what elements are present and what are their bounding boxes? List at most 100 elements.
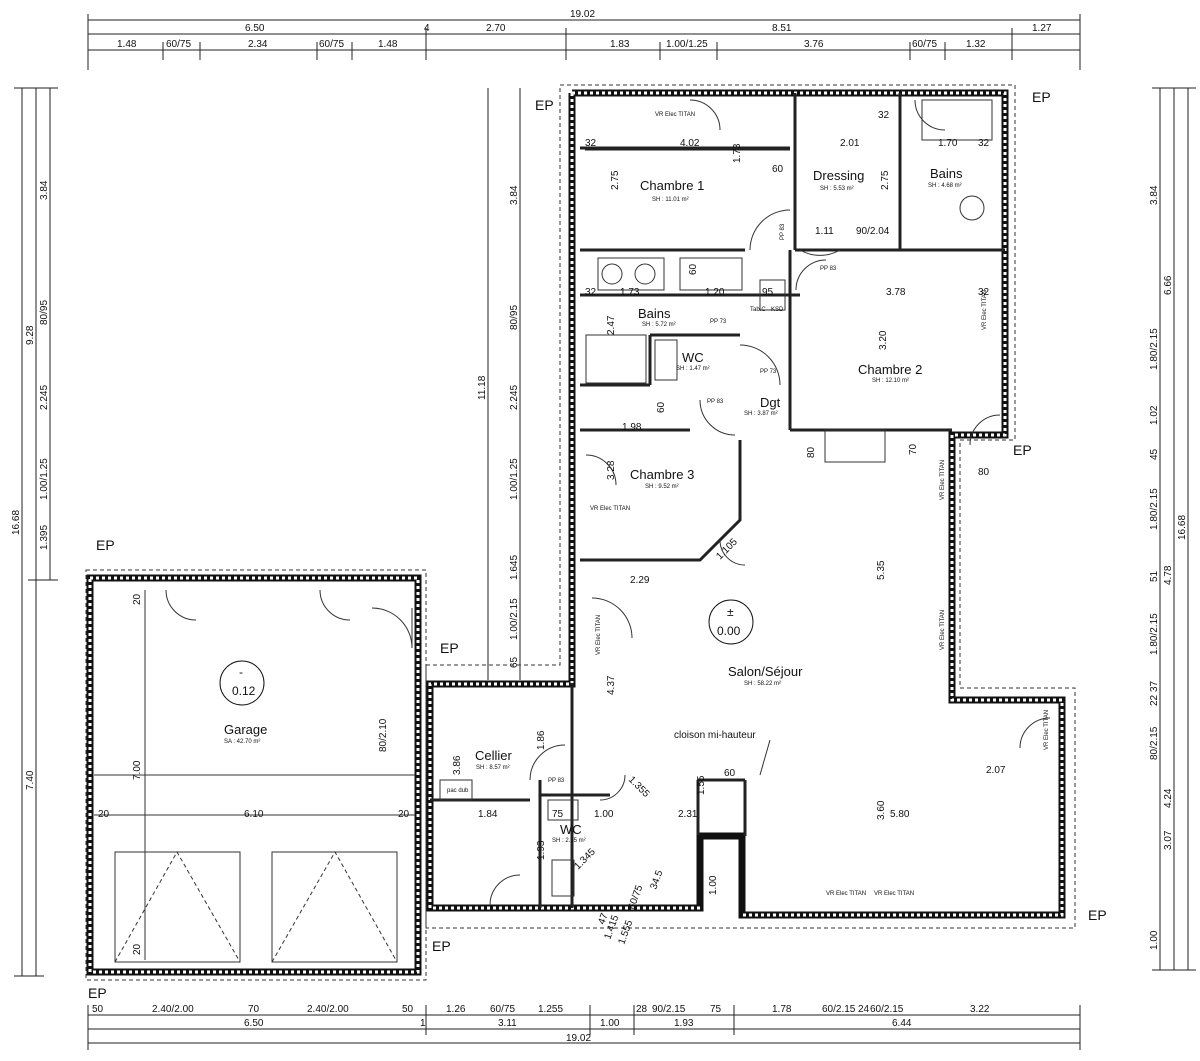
dim-1-73a: 1.73 — [732, 143, 743, 163]
level-garage-value: 0.12 — [232, 684, 256, 698]
dim-60d: 60 — [724, 768, 736, 779]
dim-top-1-00-1-25: 1.00/1.25 — [666, 39, 708, 50]
dim-bot-1-255: 1.255 — [538, 1004, 563, 1015]
dim-2-75b: 2.75 — [880, 170, 891, 190]
annotation-vr: VR Elec TITAN — [940, 460, 946, 500]
property-outline — [85, 84, 1076, 981]
annotation-vr: VR Elec TITAN — [590, 506, 630, 512]
dim-2-01: 2.01 — [840, 138, 860, 149]
dim-1-345: 1.345 — [572, 846, 598, 872]
annotation-pac: pac dub — [447, 788, 469, 794]
dim-1-73b: 1.73 — [620, 287, 640, 298]
dim-mid-1-645: 1.645 — [509, 555, 520, 580]
dim-bot-70: 70 — [248, 1004, 260, 1015]
dim-3-60: 3.60 — [876, 800, 887, 820]
level-house-sign: ± — [727, 605, 734, 619]
room-garage: Garage — [224, 722, 267, 737]
dim-bot-28: 28 — [636, 1004, 648, 1015]
level-garage-marker — [219, 660, 265, 706]
dim-1-00a: 1.00 — [594, 809, 614, 820]
dim-2-07: 2.07 — [986, 765, 1006, 776]
dim-20: 20 — [132, 593, 143, 605]
dim-bot-90-2-15: 90/2.15 — [652, 1004, 686, 1015]
dim-2-47: 2.47 — [606, 315, 617, 335]
annotations: cloison mi-hauteur pac dub Tab.C KSD VR … — [447, 112, 1050, 897]
dim-top-1-27: 1.27 — [1032, 23, 1052, 34]
annotation-vr: VR Elec TITAN — [596, 615, 602, 655]
dim-bot-1-93: 1.93 — [674, 1018, 694, 1029]
dim-mid-1-00-2-15: 1.00/2.15 — [509, 598, 520, 640]
dim-right-3-07: 3.07 — [1163, 830, 1174, 850]
dim-bot-1-00: 1.00 — [600, 1018, 620, 1029]
dim-2-75a: 2.75 — [610, 170, 621, 190]
dim-top-6-50: 6.50 — [245, 23, 265, 34]
annotation-tab: Tab.C — [750, 307, 766, 313]
dim-top-2-70: 2.70 — [486, 23, 506, 34]
level-house-value: 0.00 — [717, 624, 741, 638]
basin-icon — [547, 799, 579, 821]
dim-3-86: 3.86 — [452, 755, 463, 775]
ep-label: EP — [1088, 907, 1107, 923]
room-bains-area: SH : 5.72 m² — [642, 322, 676, 328]
annotation-vr: VR Elec TITAN — [826, 891, 866, 897]
washbasin-icon — [959, 195, 985, 221]
dim-1-70: 1.70 — [938, 138, 958, 149]
dim-1-20: 1.20 — [705, 287, 725, 298]
dim-1-84: 1.84 — [478, 809, 498, 820]
dim-top-3-76: 3.76 — [804, 39, 824, 50]
wc-toilet-icon — [551, 859, 575, 897]
dim-32: 32 — [585, 287, 597, 298]
dim-mid-80-95: 80/95 — [509, 305, 520, 330]
dim-mid-3-84: 3.84 — [509, 185, 520, 205]
room-salon: Salon/Séjour — [728, 664, 803, 679]
room-chambre2: Chambre 2 — [858, 362, 922, 377]
dim-left-80-95: 80/95 — [39, 300, 50, 325]
label-pp83: PP 83 — [707, 399, 724, 405]
room-wc-top-area: SH : 1.47 m² — [676, 366, 710, 372]
annotation-vr: VR Elec TITAN — [1044, 710, 1050, 750]
ep-label: EP — [96, 537, 115, 553]
dim-2-31: 2.31 — [678, 809, 698, 820]
dim-top-1-83: 1.83 — [610, 39, 630, 50]
dim-top-1-48b: 1.48 — [378, 39, 398, 50]
dim-75: 75 — [552, 809, 564, 820]
room-chambre1: Chambre 1 — [640, 178, 704, 193]
dim-bot-1: 1 — [420, 1018, 426, 1029]
dim-5-80: 5.80 — [890, 809, 910, 820]
room-chambre3: Chambre 3 — [630, 467, 694, 482]
dim-right-37: 37 — [1149, 680, 1160, 692]
dim-mid-11-18: 11.18 — [477, 375, 488, 400]
room-cellier-area: SH : 8.57 m² — [476, 765, 510, 771]
dim-left-total: 16.68 — [11, 510, 22, 535]
room-dgt: Dgt — [760, 395, 781, 410]
room-dressing-area: SH : 5.53 m² — [820, 186, 854, 192]
room-wc-top: WC — [682, 350, 704, 365]
dim-right-22: 22 — [1149, 694, 1160, 706]
dim-bot-60-2-15a: 60/2.15 — [822, 1004, 856, 1015]
dim-right-1-02: 1.02 — [1149, 405, 1160, 425]
kitchen-sink-icon — [824, 429, 886, 463]
room-wc-bottom: WC — [560, 822, 582, 837]
dim-top-1-32: 1.32 — [966, 39, 986, 50]
double-sink-icon — [597, 257, 665, 291]
dim-bot-6-44: 6.44 — [892, 1018, 912, 1029]
dim-right-45: 45 — [1149, 448, 1160, 460]
dim-left-2-245: 2.245 — [39, 385, 50, 410]
ep-label: EP — [432, 938, 451, 954]
dim-4-37: 4.37 — [606, 675, 617, 695]
dim-top-60-75c: 60/75 — [912, 39, 937, 50]
dim-bot-total: 19.02 — [566, 1033, 591, 1044]
dim-32: 32 — [978, 138, 990, 149]
room-dressing: Dressing — [813, 168, 864, 183]
level-garage-sign: - — [239, 665, 243, 679]
dim-bot-60-2-15b: 60/2.15 — [870, 1004, 904, 1015]
room-bains-top: Bains — [930, 166, 963, 181]
dim-80a: 80 — [806, 446, 817, 458]
fixtures — [439, 99, 993, 897]
room-dgt-area: SH : 3.87 m² — [744, 411, 778, 417]
annotation-vr: VR Elec TITAN — [982, 290, 988, 330]
dim-3-78: 3.78 — [886, 287, 906, 298]
top-dimensions: 19.02 6.50 4 2.70 8.51 1.27 1.48 60/75 2… — [87, 9, 1081, 70]
dim-top-60-75a: 60/75 — [166, 39, 191, 50]
room-labels: Chambre 1 SH : 11.01 m² Dressing SH : 5.… — [224, 166, 963, 844]
